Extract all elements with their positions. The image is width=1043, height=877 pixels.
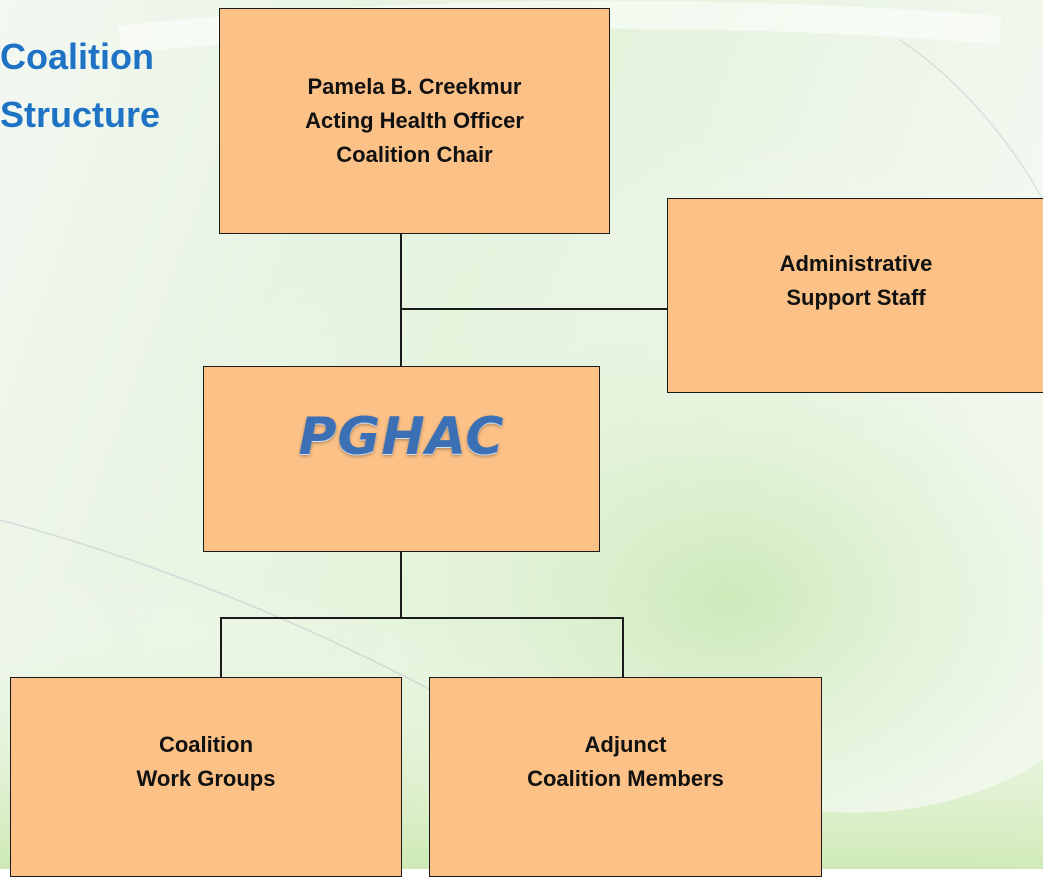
work-groups-line-2: Work Groups [136,766,276,791]
pghac-box: PGHAC [203,366,600,552]
connector-to-adjunct [622,617,624,678]
connector-to-work-groups [220,617,222,678]
chair-position: Coalition Chair [336,142,493,167]
connector-horizontal-bottom [220,617,623,619]
connector-chair-to-center [400,233,402,366]
admin-support-box: Administrative Support Staff [667,198,1043,393]
chair-name: Pamela B. Creekmur [307,74,522,99]
page-title: Coalition Structure [0,28,200,144]
adjunct-line-2: Coalition Members [527,766,724,791]
connector-center-down [400,551,402,618]
pghac-label: PGHAC [298,407,505,467]
work-groups-box: Coalition Work Groups [10,677,402,877]
adjunct-members-box: Adjunct Coalition Members [429,677,822,877]
work-groups-line-1: Coalition [158,732,254,757]
connector-to-admin [400,308,668,310]
admin-line-1: Administrative [779,250,933,276]
title-line-2: Structure [0,94,161,135]
admin-line-2: Support Staff [786,284,926,310]
title-line-1: Coalition [0,36,154,77]
chair-box: Pamela B. Creekmur Acting Health Officer… [219,8,610,234]
adjunct-line-1: Adjunct [584,732,667,757]
chair-role: Acting Health Officer [305,108,524,133]
